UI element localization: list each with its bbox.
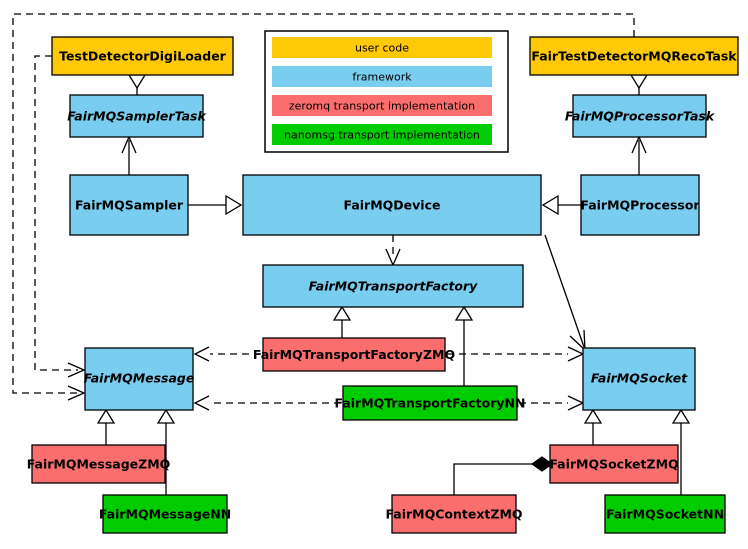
legend-item-nanomsg: nanomsg transport implementation [272,124,492,145]
node-box[interactable] [580,174,700,236]
node-label: FairMQMessageZMQ [27,457,171,472]
node-box[interactable] [391,494,517,534]
node-box[interactable] [342,385,518,421]
node-label: FairMQTransportFactoryZMQ [253,347,455,362]
node-label: FairMQSocket [591,371,688,386]
node-label: FairMQSocketNN [606,507,724,522]
legend-swatch-zeromq [272,95,492,116]
node-TestDetectorDigiLoader[interactable]: TestDetectorDigiLoader [51,36,234,76]
edge-tfzmq-to-socket [447,346,585,362]
edge-tfnn-to-socket [519,395,585,411]
legend-swatch-nanomsg [272,124,492,145]
edge-tfzmq-to-transportfactory [332,305,352,338]
node-label: FairMQTransportFactoryNN [335,396,526,411]
node-box[interactable] [51,36,234,76]
node-FairMQProcessorTask[interactable]: FairMQProcessorTask [565,94,715,138]
legend-label-zeromq: zeromq transport implementation [289,100,475,113]
node-FairMQTransportFactoryZMQ[interactable]: FairMQTransportFactoryZMQ [253,337,455,372]
node-FairMQTransportFactory[interactable]: FairMQTransportFactory [262,264,524,308]
node-FairMQSamplerTask[interactable]: FairMQSamplerTask [67,94,206,138]
node-FairMQTransportFactoryNN[interactable]: FairMQTransportFactoryNN [335,385,526,421]
edge-processor-to-processortask [631,135,647,175]
node-label: TestDetectorDigiLoader [59,49,227,64]
node-FairMQSocketNN[interactable]: FairMQSocketNN [604,494,726,534]
edge-sampler-to-device [188,194,243,216]
edge-messagezmq-to-message [96,408,116,445]
edge-device-to-socket [544,234,586,352]
node-box[interactable] [549,444,679,484]
legend-item-framework: framework [272,66,492,87]
node-label: FairMQProcessor [580,198,700,213]
edge-tfnn-to-transportfactory [454,305,474,386]
node-label: FairTestDetectorMQRecoTask [531,49,737,64]
node-label: FairMQProcessorTask [565,109,715,124]
node-box[interactable] [69,94,204,138]
node-box[interactable] [69,174,189,236]
node-FairMQMessageNN[interactable]: FairMQMessageNN [99,494,231,534]
node-box[interactable] [529,36,739,76]
edge-contextzmq-to-socketzmq [453,456,554,495]
node-FairMQSampler[interactable]: FairMQSampler [69,174,189,236]
edge-processortask-to-recotask [629,74,649,95]
edge-socketnn-to-socket [671,408,691,495]
node-FairMQDevice[interactable]: FairMQDevice [242,174,542,236]
node-FairMQContextZMQ[interactable]: FairMQContextZMQ [385,494,523,534]
legend-label-framework: framework [352,71,412,84]
node-box[interactable] [242,174,542,236]
node-FairMQSocketZMQ[interactable]: FairMQSocketZMQ [549,444,679,484]
edge-processor-to-device [541,194,581,216]
edge-digiloader-to-message [34,55,86,378]
edge-sampler-to-samplertask [121,135,137,175]
node-FairTestDetectorMQRecoTask[interactable]: FairTestDetectorMQRecoTask [529,36,739,76]
legend-swatch-framework [272,66,492,87]
node-FairMQMessage[interactable]: FairMQMessage [84,347,195,411]
legend: user code framework zeromq transport imp… [264,30,509,153]
legend-label-nanomsg: nanomsg transport implementation [284,129,480,142]
edge-tfzmq-to-message [193,346,261,362]
node-FairMQProcessor[interactable]: FairMQProcessor [580,174,700,236]
node-box[interactable] [582,347,696,411]
node-label: FairMQTransportFactory [309,279,478,294]
node-box[interactable] [31,444,166,484]
edge-messagenn-to-message [156,408,176,495]
node-label: FairMQSampler [75,198,184,213]
node-box[interactable] [572,94,707,138]
legend-item-zeromq: zeromq transport implementation [272,95,492,116]
node-label: FairMQSamplerTask [67,109,206,124]
node-label: FairMQMessageNN [99,507,231,522]
node-label: FairMQContextZMQ [385,507,522,522]
edge-samplertask-to-digiloader [127,74,147,95]
node-box[interactable] [84,347,194,411]
edge-layer [12,13,691,495]
edge-socketzmq-to-socket [583,408,603,445]
edge-recotask-to-message [12,13,635,401]
edge-tfnn-to-message [193,395,341,411]
node-layer: TestDetectorDigiLoader FairTestDetectorM… [27,36,739,534]
legend-swatch-user-code [272,37,492,58]
node-box[interactable] [262,264,524,308]
node-label: FairMQDevice [344,198,441,213]
node-box[interactable] [102,494,228,534]
legend-label-user-code: user code [355,42,409,55]
node-box[interactable] [262,337,446,372]
node-box[interactable] [604,494,726,534]
legend-item-user-code: user code [272,37,492,58]
edge-device-to-transportfactory [385,235,401,267]
node-label: FairMQMessage [84,371,195,386]
node-FairMQMessageZMQ[interactable]: FairMQMessageZMQ [27,444,171,484]
node-FairMQSocket[interactable]: FairMQSocket [582,347,696,411]
node-label: FairMQSocketZMQ [549,457,678,472]
